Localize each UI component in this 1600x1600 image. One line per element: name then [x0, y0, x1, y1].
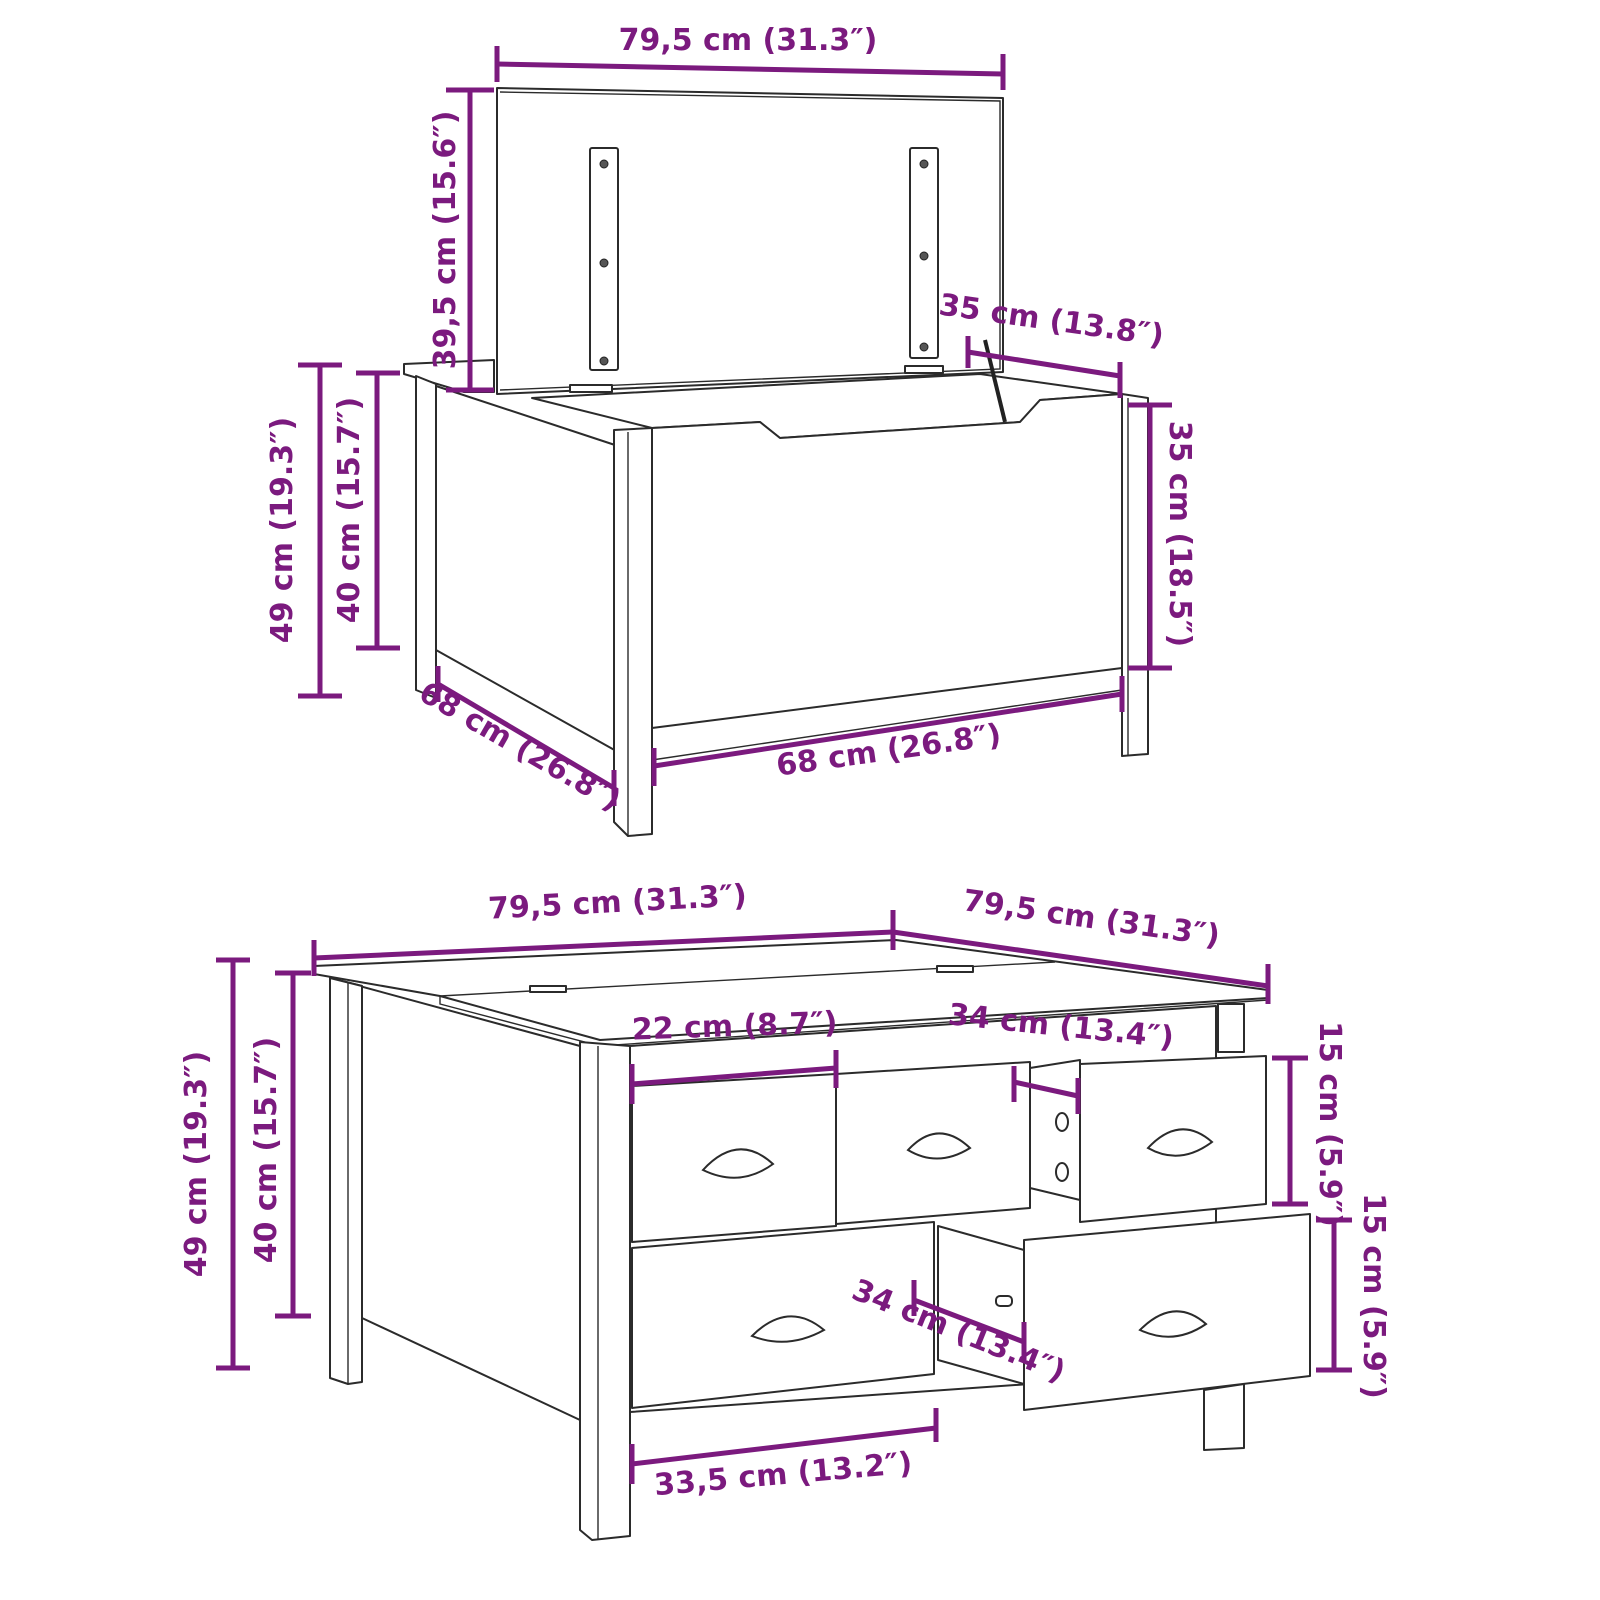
- cup-handle-icon: [701, 1128, 1214, 1343]
- lid-height-label: 39,5 cm (15.6″): [428, 111, 463, 370]
- top-width-left-label: 79,5 cm (31.3″): [487, 878, 747, 926]
- drawer-table-drawing: [313, 939, 1311, 1541]
- small-drawer-width-label: 22 cm (8.7″): [631, 1005, 838, 1047]
- hinge-icon: [569, 384, 613, 393]
- total-height-label: 49 cm (19.3″): [265, 417, 300, 644]
- inner-height-label: 35 cm (18.5″): [1162, 421, 1197, 648]
- open-lid: [496, 87, 1004, 395]
- total-height-label: 49 cm (19.3″): [179, 1051, 214, 1278]
- storage-table-drawing: [403, 87, 1149, 837]
- upper-drawer-height-label: 15 cm (5.9″): [1312, 1021, 1347, 1227]
- drawer-bottom-left: [631, 1221, 935, 1409]
- top-width-right-label: 79,5 cm (31.3″): [961, 883, 1222, 954]
- hinge-icon: [904, 365, 944, 374]
- tabletop: [313, 939, 1269, 1041]
- lower-drawer-height-label: 15 cm (5.9″): [1356, 1193, 1391, 1399]
- body-height-label: 40 cm (15.7″): [249, 1037, 284, 1264]
- lid-width-label: 79,5 cm (31.3″): [619, 23, 878, 58]
- body-height-label: 40 cm (15.7″): [332, 397, 367, 624]
